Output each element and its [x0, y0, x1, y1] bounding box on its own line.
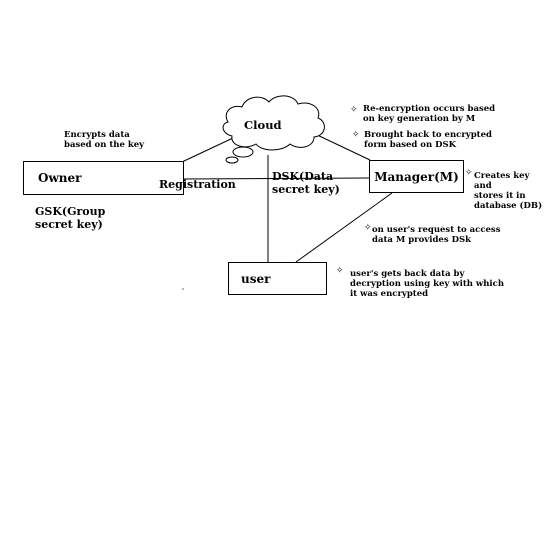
cloud-shape — [222, 95, 325, 164]
gsk-label: GSK(Group secret key) — [35, 205, 106, 231]
cloud-label: Cloud — [244, 118, 282, 132]
user-gets-annotation: user's gets back data by decryption usin… — [350, 269, 505, 299]
four-point-star-icon: ✧ — [465, 168, 473, 178]
owner-manager-connector — [183, 177, 370, 180]
registration-label: Registration — [159, 178, 236, 191]
user-label: user — [241, 271, 271, 286]
reencryption-annotation: Re-encryption occurs based on key genera… — [363, 104, 496, 124]
four-point-star-icon: ✧ — [364, 223, 372, 233]
four-point-star-icon: ✧ — [350, 105, 358, 115]
brought-back-annotation: Brought back to encrypted form based on … — [364, 130, 492, 150]
user-node: user — [228, 262, 327, 295]
dsk-label: DSK(Data secret key) — [272, 170, 340, 196]
four-point-star-icon: ✧ — [336, 266, 344, 276]
cloud-manager-connector — [312, 132, 371, 161]
encrypts-annotation: Encrypts data based on the key — [64, 130, 145, 150]
manager-node: Manager(M) — [369, 160, 464, 193]
owner-label: Owner — [38, 171, 82, 185]
four-point-star-icon: ✧ — [352, 130, 360, 140]
manager-user-connector — [295, 192, 393, 263]
owner-node: Owner — [23, 161, 184, 195]
manager-label: Manager(M) — [374, 169, 459, 184]
user-request-annotation: on user's request to access data M provi… — [372, 225, 501, 245]
creates-key-annotation: Creates key and stores it in database (D… — [474, 171, 543, 211]
stray-dot — [182, 288, 184, 290]
